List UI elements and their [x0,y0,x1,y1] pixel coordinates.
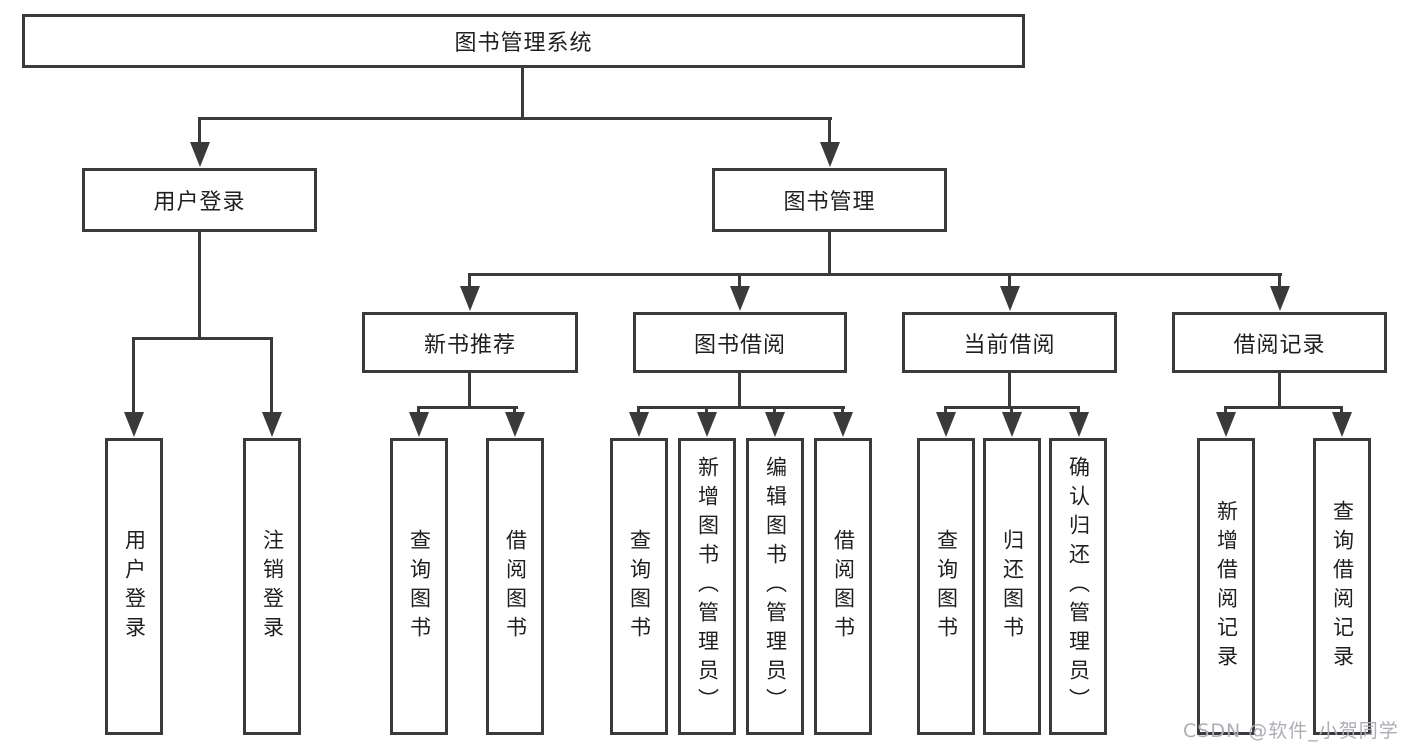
leaf-add-borrow-record: 新增借阅记录 [1197,438,1255,735]
connector-to-leaf-query-books-borrow [637,406,640,416]
arrow-to-leaf-user-login-icon [124,412,144,437]
connector-to-leaf-user-login [132,337,135,414]
node-root: 图书管理系统 [22,14,1025,68]
leaf-borrow-books-recommend: 借阅图书 [486,438,544,735]
connector-to-leaf-return-books [1010,406,1013,416]
connector-book-borrow-branch [637,406,845,409]
arrow-to-book-management-icon [820,142,840,167]
arrow-to-user-login-icon [190,142,210,167]
leaf-logout: 注销登录 [243,438,301,735]
connector-to-leaf-add-books-admin [705,406,708,416]
arrow-to-leaf-logout-icon [262,412,282,437]
arrow-to-book-borrow-icon [730,286,750,311]
connector-to-leaf-query-books-current [944,406,947,416]
leaf-edit-books-admin: 编辑图书（管理员） [746,438,804,735]
leaf-return-books: 归还图书 [983,438,1041,735]
connector-to-current-borrow [1008,273,1011,289]
csdn-watermark: CSDN @软件_小贺同学 [1183,720,1399,742]
connector-to-leaf-edit-books-admin [773,406,776,416]
leaf-query-borrow-record: 查询借阅记录 [1313,438,1371,735]
arrow-to-leaf-add-borrow-record-icon [1216,412,1236,437]
connector-borrow-records-stem [1278,371,1281,406]
arrow-to-leaf-return-books-icon [1002,412,1022,437]
connector-user-login-stem [198,230,201,337]
leaf-borrow-books: 借阅图书 [814,438,872,735]
connector-to-leaf-query-borrow-record [1340,406,1343,416]
connector-book-borrow-stem [738,371,741,406]
connector-to-book-borrow [738,273,741,289]
node-borrow-records: 借阅记录 [1172,312,1387,373]
connector-to-borrow-records [1278,273,1281,289]
arrow-to-borrow-records-icon [1270,286,1290,311]
leaf-query-books-recommend: 查询图书 [390,438,448,735]
node-book-borrow: 图书借阅 [633,312,847,373]
connector-book-management-stem [828,230,831,273]
connector-to-user-login [198,117,201,145]
node-book-management: 图书管理 [712,168,947,232]
leaf-confirm-return-admin: 确认归还（管理员） [1049,438,1107,735]
node-new-book-recommend: 新书推荐 [362,312,578,373]
connector-current-borrow-stem [1008,371,1011,406]
connector-user-login-branch [132,337,273,340]
leaf-query-books-borrow: 查询图书 [610,438,668,735]
connector-new-book-recommend-stem [468,371,471,406]
connector-to-leaf-borrow-books [841,406,844,416]
arrow-to-current-borrow-icon [1000,286,1020,311]
arrow-to-leaf-add-books-admin-icon [697,412,717,437]
node-current-borrow: 当前借阅 [902,312,1117,373]
leaf-add-books-admin: 新增图书（管理员） [678,438,736,735]
arrow-to-leaf-borrow-books-icon [833,412,853,437]
arrow-to-leaf-query-borrow-record-icon [1332,412,1352,437]
connector-to-leaf-add-borrow-record [1224,406,1227,416]
connector-to-book-management [828,117,831,145]
connector-borrow-records-branch [1224,406,1343,409]
connector-to-leaf-query-books-recommend [417,406,420,416]
arrow-to-leaf-query-books-borrow-icon [629,412,649,437]
arrow-to-leaf-query-books-recommend-icon [409,412,429,437]
connector-to-new-book-recommend [468,273,471,289]
connector-root-branch [198,117,832,120]
connector-to-leaf-borrow-books-recommend [513,406,516,416]
node-user-login: 用户登录 [82,168,317,232]
connector-to-leaf-confirm-return [1077,406,1080,416]
leaf-user-login: 用户登录 [105,438,163,735]
arrow-to-leaf-edit-books-admin-icon [765,412,785,437]
arrow-to-leaf-confirm-return-icon [1069,412,1089,437]
connector-root-stem [521,66,524,117]
leaf-query-books-current: 查询图书 [917,438,975,735]
connector-book-management-branch [468,273,1282,276]
arrow-to-leaf-borrow-books-recommend-icon [505,412,525,437]
connector-new-book-recommend-branch [417,406,518,409]
connector-to-leaf-logout [270,337,273,414]
arrow-to-leaf-query-books-current-icon [936,412,956,437]
arrow-to-new-book-recommend-icon [460,286,480,311]
